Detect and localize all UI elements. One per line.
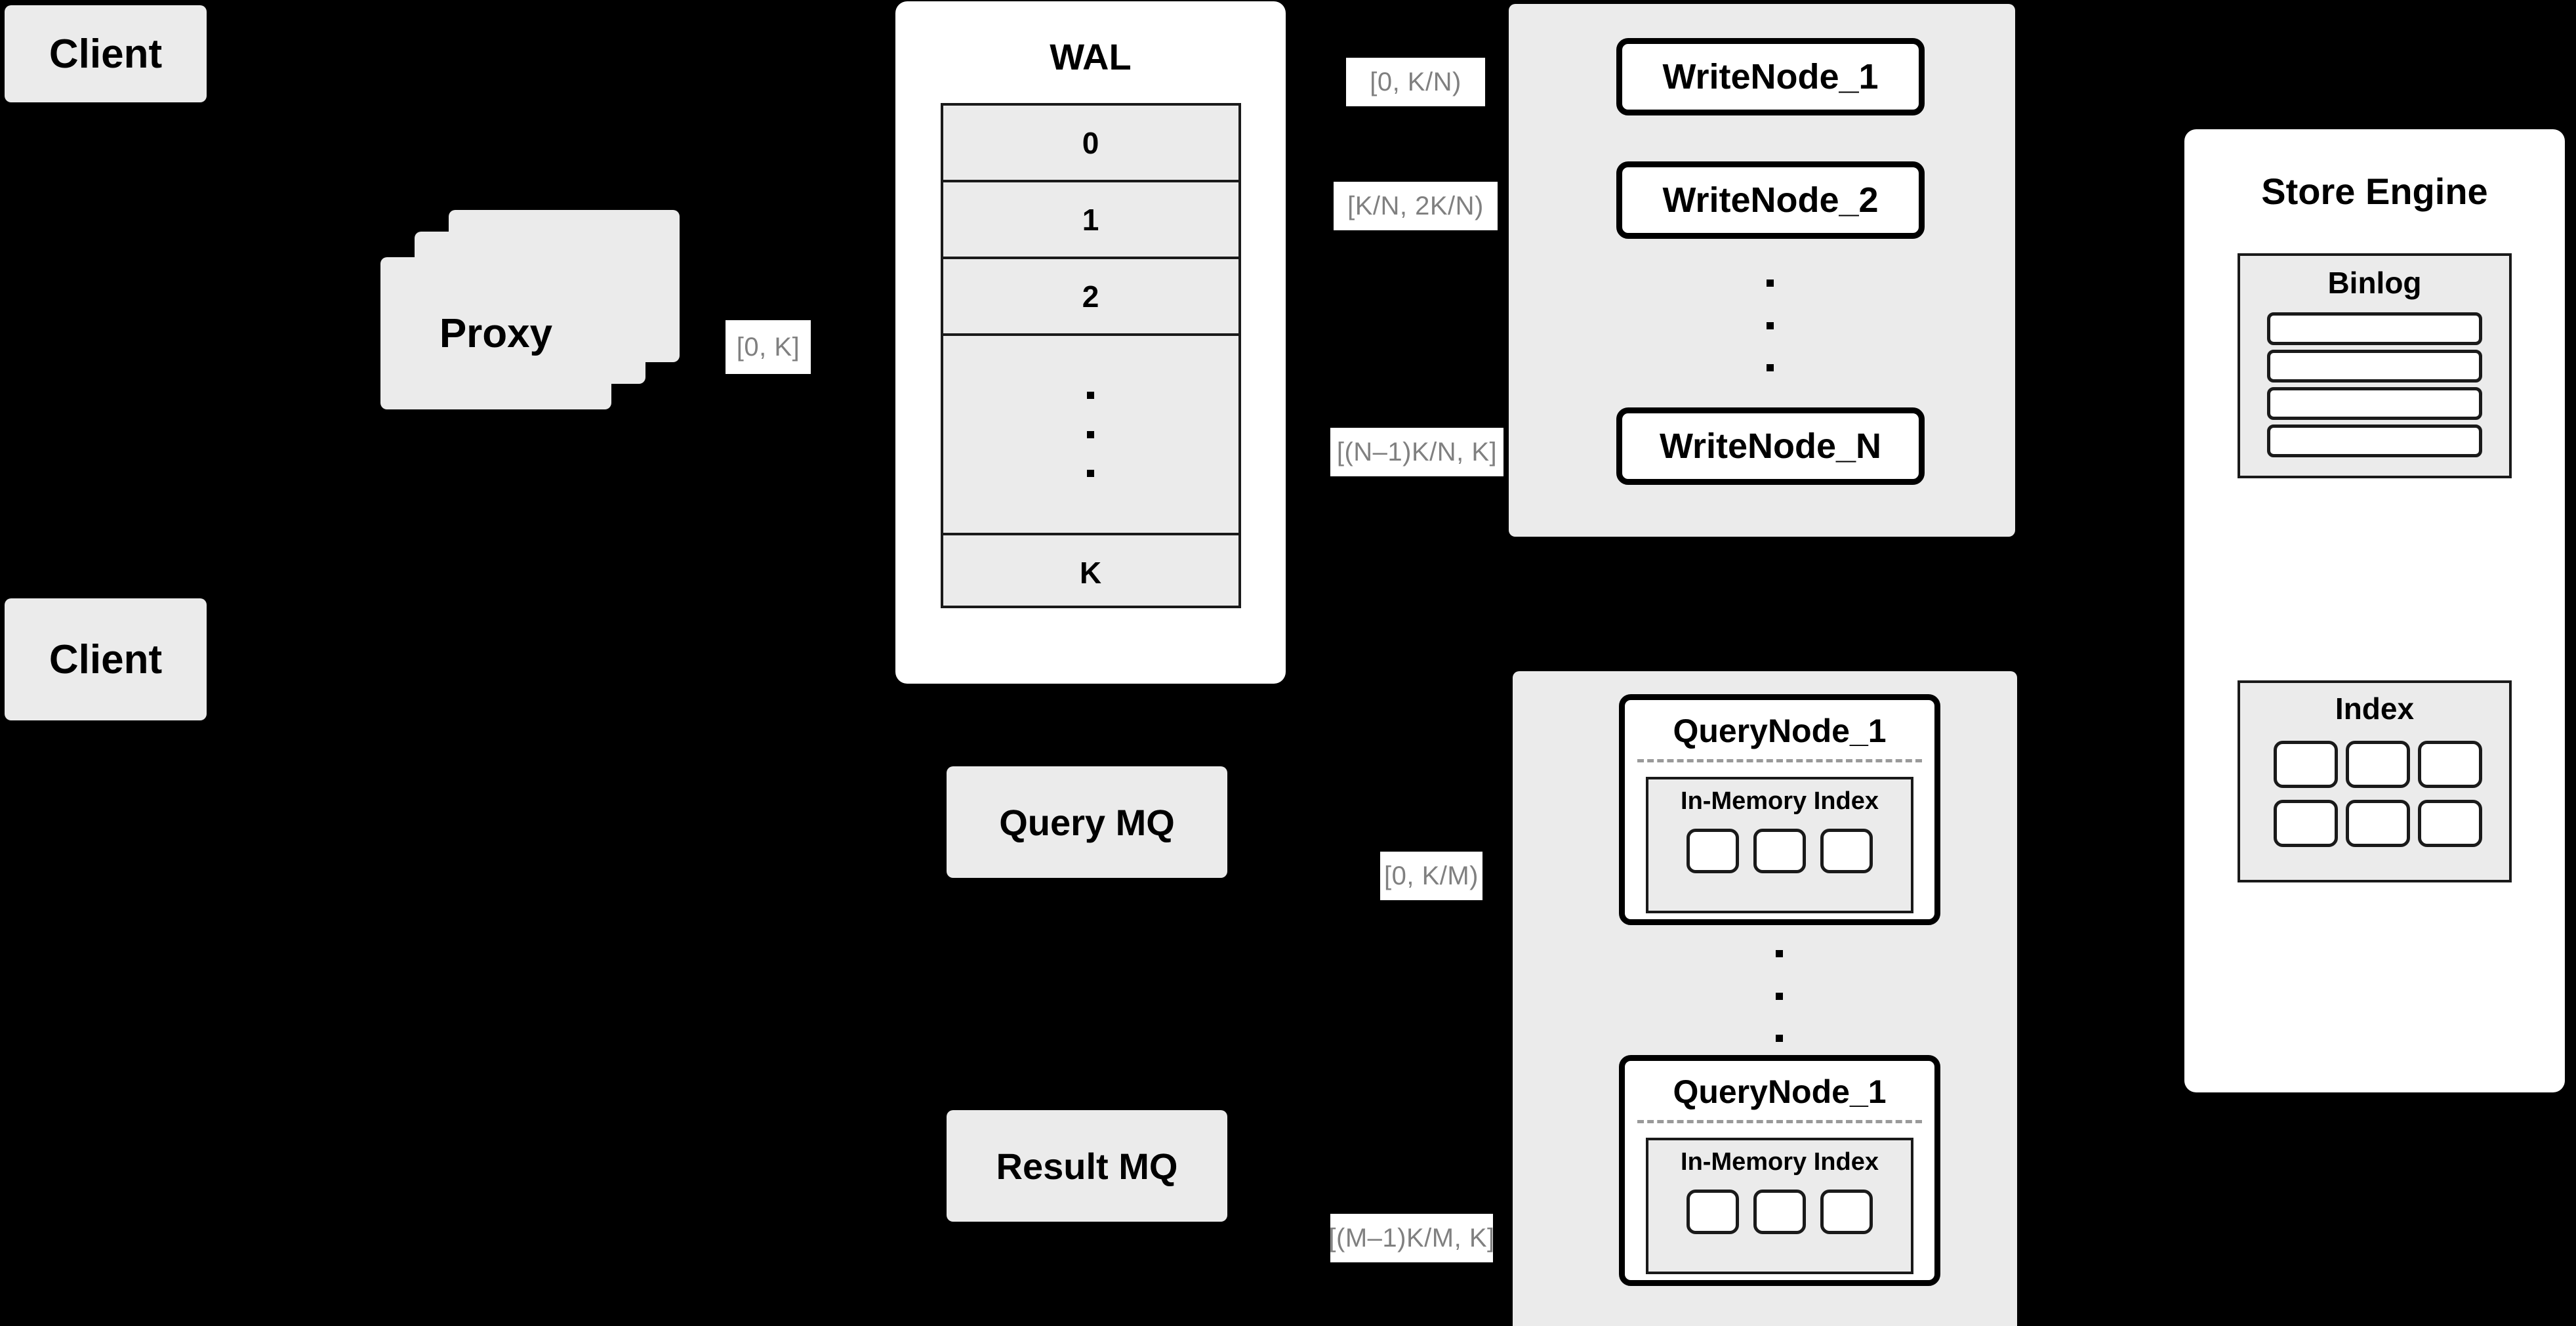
proxy-node-label: Proxy <box>439 310 553 356</box>
index-cell[interactable] <box>2346 741 2410 788</box>
index-cell[interactable] <box>1687 829 1739 873</box>
store-index-block: Index <box>2238 680 2512 882</box>
wal-row-ellipsis <box>943 336 1238 535</box>
store-index-cells <box>2274 741 2482 847</box>
query-node-1-in-memory-index: In-Memory Index <box>1646 777 1913 913</box>
query-node-2-separator <box>1637 1120 1923 1123</box>
edge-label-mq-to-querynode-1: [0, K/M) <box>1380 852 1482 900</box>
edge-label-wal-to-writenode-1-text: [0, K/N) <box>1370 67 1462 96</box>
wal-table: 0 1 2 K <box>940 103 1241 610</box>
query-node-2-title: QueryNode_1 <box>1673 1073 1887 1110</box>
wal-row[interactable]: K <box>943 535 1238 610</box>
edge-label-wal-to-writenode-n: [(N–1)K/N, K] <box>1330 428 1503 476</box>
wal-row-label: 2 <box>1082 279 1099 314</box>
query-mq-node[interactable]: Query MQ <box>947 766 1227 878</box>
edge-label-mq-to-querynode-m-text: [(M–1)K/M, K] <box>1328 1223 1495 1253</box>
query-node-1-separator <box>1637 759 1923 762</box>
query-node-group: QueryNode_1 In-Memory Index QueryNode_1 … <box>1513 671 2017 1326</box>
query-node-1-index-cells <box>1687 829 1873 873</box>
binlog-row[interactable] <box>2267 312 2482 345</box>
query-node-1-title: QueryNode_1 <box>1673 713 1887 749</box>
edge-label-proxy-to-wal-text: [0, K] <box>736 332 800 362</box>
store-index-title: Index <box>2335 692 2415 726</box>
query-node-2-index-cells <box>1687 1190 1873 1234</box>
edge-label-wal-to-writenode-2-text: [K/N, 2K/N) <box>1347 191 1484 220</box>
write-node-group-ellipsis-icon <box>1765 280 1775 371</box>
client-node-1[interactable]: Client <box>5 5 207 102</box>
wal-row-label: 1 <box>1082 202 1099 237</box>
write-node-1-label: WriteNode_1 <box>1662 57 1879 96</box>
binlog-row[interactable] <box>2267 350 2482 383</box>
wal-panel: WAL 0 1 2 K <box>895 1 1286 684</box>
proxy-stack[interactable]: Proxy <box>380 210 695 426</box>
query-node-2-in-memory-index: In-Memory Index <box>1646 1138 1913 1274</box>
write-node-2[interactable]: WriteNode_2 <box>1616 161 1925 239</box>
index-cell[interactable] <box>2346 800 2410 847</box>
edge-label-wal-to-writenode-2: [K/N, 2K/N) <box>1334 182 1498 230</box>
binlog-row[interactable] <box>2267 387 2482 420</box>
edge-label-proxy-to-wal: [0, K] <box>726 320 811 374</box>
query-node-group-ellipsis-icon <box>1774 950 1784 1042</box>
wal-row[interactable]: 2 <box>943 259 1238 336</box>
index-cell[interactable] <box>1687 1190 1739 1234</box>
binlog-block: Binlog <box>2238 253 2512 478</box>
index-cell[interactable] <box>2274 800 2338 847</box>
index-cell[interactable] <box>2418 741 2482 788</box>
index-cell[interactable] <box>1753 1190 1806 1234</box>
edge-label-mq-to-querynode-m: [(M–1)K/M, K] <box>1328 1214 1495 1262</box>
write-node-n-label: WriteNode_N <box>1659 426 1882 466</box>
binlog-title: Binlog <box>2327 266 2422 300</box>
query-node-2-in-memory-index-label: In-Memory Index <box>1681 1148 1879 1176</box>
write-node-n[interactable]: WriteNode_N <box>1616 407 1925 485</box>
connector-line <box>2163 388 2199 394</box>
connector-line <box>2163 943 2199 950</box>
edge-label-mq-to-querynode-1-text: [0, K/M) <box>1383 861 1479 890</box>
client-node-1-label: Client <box>49 31 163 77</box>
query-node-1-in-memory-index-label: In-Memory Index <box>1681 787 1879 815</box>
binlog-rows <box>2267 312 2482 457</box>
result-mq-node[interactable]: Result MQ <box>947 1110 1227 1222</box>
wal-title: WAL <box>1050 36 1132 77</box>
edge-label-wal-to-writenode-1: [0, K/N) <box>1346 58 1485 106</box>
write-node-2-label: WriteNode_2 <box>1662 180 1879 220</box>
wal-row-label: 0 <box>1082 125 1099 160</box>
query-node-1[interactable]: QueryNode_1 In-Memory Index <box>1619 694 1940 925</box>
wal-ellipsis-icon <box>1087 392 1094 477</box>
binlog-row[interactable] <box>2267 425 2482 457</box>
index-cell[interactable] <box>1753 829 1806 873</box>
client-node-2-label: Client <box>49 636 163 682</box>
edge-label-wal-to-writenode-n-text: [(N–1)K/N, K] <box>1336 437 1498 466</box>
index-cell[interactable] <box>2274 741 2338 788</box>
wal-row-label: K <box>1079 555 1102 590</box>
wal-row[interactable]: 0 <box>943 106 1238 182</box>
proxy-node[interactable]: Proxy <box>380 257 611 409</box>
write-node-1[interactable]: WriteNode_1 <box>1616 38 1925 115</box>
result-mq-label: Result MQ <box>996 1145 1178 1187</box>
index-cell[interactable] <box>2418 800 2482 847</box>
store-engine-title: Store Engine <box>2261 171 2488 212</box>
wal-row[interactable]: 1 <box>943 182 1238 259</box>
client-node-2[interactable]: Client <box>5 598 207 720</box>
write-node-group: WriteNode_1 WriteNode_2 WriteNode_N <box>1509 4 2015 537</box>
store-engine-panel: Store Engine Binlog Index <box>2184 129 2565 1092</box>
query-node-2[interactable]: QueryNode_1 In-Memory Index <box>1619 1055 1940 1286</box>
index-cell[interactable] <box>1820 829 1873 873</box>
index-cell[interactable] <box>1820 1190 1873 1234</box>
query-mq-label: Query MQ <box>999 801 1175 843</box>
